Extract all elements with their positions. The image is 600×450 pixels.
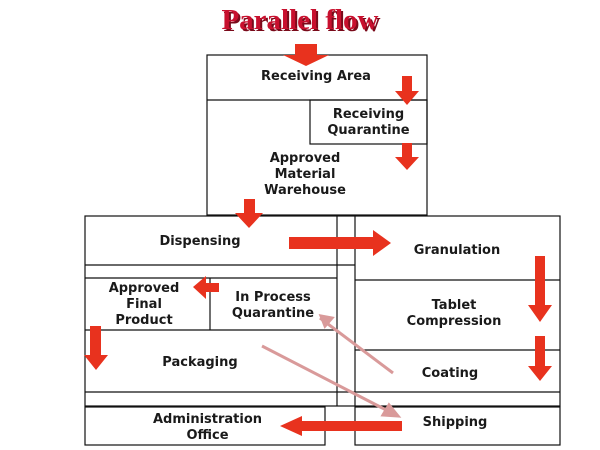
- dispensing-to-granulation-arrow: [289, 230, 391, 256]
- receiving-area-label: Receiving Area: [261, 69, 371, 84]
- packaging-label: Packaging: [162, 355, 238, 370]
- compression-to-coating-arrow: [528, 336, 552, 381]
- receiving-quarantine-box: [309, 99, 428, 145]
- production-block-outline: [84, 215, 561, 407]
- to-final-product-arrow: [193, 276, 219, 299]
- quarantine-arrowhead: [318, 314, 335, 329]
- warehouse-to-dispensing-arrow: [235, 199, 263, 228]
- quarantine-to-coating-arrow-line: [319, 316, 394, 375]
- receiving-to-quarantine-arrow: [395, 76, 419, 105]
- dispensing-label: Dispensing: [159, 234, 241, 249]
- final-product-to-packaging-arrow: [84, 326, 108, 370]
- packaging-to-shipping-arrow-line: [261, 344, 391, 414]
- granulation-to-compression-arrow: [528, 256, 552, 322]
- quarantine-to-warehouse-arrow: [395, 143, 419, 170]
- granulation-label: Granulation: [413, 243, 501, 258]
- shipping-label: Shipping: [422, 415, 488, 430]
- shipping-arrowhead: [380, 402, 402, 418]
- coating-label: Coating: [421, 366, 479, 381]
- page-title: Parallel flow: [221, 4, 379, 36]
- shipping-to-office-arrow: [280, 416, 402, 436]
- inbound-arrow: [283, 44, 329, 66]
